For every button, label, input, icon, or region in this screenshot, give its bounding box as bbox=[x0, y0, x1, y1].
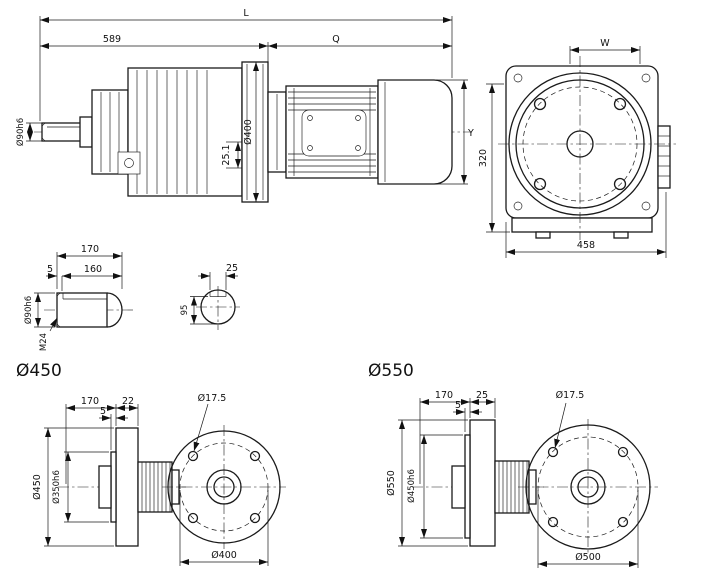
dim-label-L: L bbox=[243, 8, 249, 19]
mounting-flange: Ø400 bbox=[241, 61, 269, 203]
flange-outer-circle bbox=[508, 72, 652, 216]
shaft-end-detail-view: 170 5 160 Ø90h6 M24 bbox=[23, 244, 136, 351]
dim-550-spigot: Ø450h6 bbox=[406, 434, 463, 539]
dim-label-25: 25 bbox=[226, 263, 238, 274]
bolt-hole bbox=[533, 177, 547, 191]
dim-label-160: 160 bbox=[84, 264, 102, 275]
dim-label-550-hole: Ø17.5 bbox=[556, 390, 585, 401]
dim-label-Q: Q bbox=[332, 34, 339, 45]
dim-label-458: 458 bbox=[577, 240, 595, 251]
motor-fins bbox=[657, 125, 671, 189]
bolt-circle bbox=[179, 442, 269, 532]
flange-450-side-view: 170 22 5 Ø450 Ø350h6 bbox=[32, 396, 186, 547]
dim-label-550-25: 25 bbox=[476, 390, 488, 401]
flange-550-side-view: 170 25 5 Ø550 Ø450h6 bbox=[386, 390, 544, 547]
flange-450-front-view: Ø17.5 Ø400 bbox=[162, 393, 286, 566]
dim-label-170: 170 bbox=[81, 244, 99, 255]
flange-550-title: Ø550 bbox=[368, 361, 414, 381]
dim-5-160: 5 160 bbox=[46, 264, 122, 291]
dim-170: 170 bbox=[56, 244, 123, 289]
dim-label-450-od: Ø450 bbox=[32, 474, 43, 500]
dim-label-550-spigot: Ø450h6 bbox=[406, 469, 417, 503]
dim-550-top: 170 25 5 bbox=[419, 390, 496, 484]
dim-W: W bbox=[569, 38, 641, 64]
dim-label-25-1: 25.1 bbox=[221, 144, 232, 165]
dim-label-flange-diameter: Ø400 bbox=[243, 119, 254, 145]
flange-outer-circle bbox=[167, 430, 281, 544]
dim-450-hole: Ø17.5 bbox=[193, 393, 227, 452]
dim-450-bolt-circle: Ø400 bbox=[179, 490, 269, 566]
dim-label-450-bc: Ø400 bbox=[211, 550, 237, 561]
dim-550-bolt-circle: Ø500 bbox=[537, 490, 639, 568]
bolt-hole bbox=[617, 516, 629, 528]
terminal-box bbox=[301, 109, 367, 157]
dim-label-5: 5 bbox=[47, 264, 53, 275]
bolt-hole bbox=[617, 446, 629, 458]
motor-end-view: W 320 458 bbox=[478, 38, 676, 258]
dim-label-M24: M24 bbox=[39, 333, 49, 351]
dim-320: 320 bbox=[478, 83, 510, 233]
motor-body bbox=[267, 79, 453, 185]
key-cross-section-view: 25 95 bbox=[180, 263, 240, 330]
dim-550-hole: Ø17.5 bbox=[554, 390, 585, 449]
flange-plate bbox=[115, 427, 139, 547]
bolt-hole bbox=[187, 512, 199, 524]
fan-cover bbox=[377, 79, 453, 185]
dim-label-450-hole: Ø17.5 bbox=[198, 393, 227, 404]
dim-label-450-170: 170 bbox=[81, 396, 99, 407]
bolt-hole bbox=[533, 97, 547, 111]
dim-key-height: 95 bbox=[180, 296, 216, 325]
bolt-hole bbox=[613, 177, 627, 191]
flange-spigot bbox=[110, 451, 117, 523]
dim-label-W: W bbox=[600, 38, 610, 49]
dim-label-550-5: 5 bbox=[455, 400, 461, 411]
dim-Y: Y bbox=[436, 79, 474, 185]
flange-450-title: Ø450 bbox=[16, 361, 62, 381]
shaft-hole bbox=[566, 130, 594, 158]
center-hole bbox=[213, 476, 235, 498]
dim-25-1: 25.1 bbox=[221, 141, 242, 169]
bolt-hole bbox=[249, 512, 261, 524]
dim-label-550-od: Ø550 bbox=[386, 470, 397, 496]
bolt-hole bbox=[613, 97, 627, 111]
bolt-circle bbox=[522, 86, 638, 202]
gearmotor-side-view: 25.1 Ø400 bbox=[15, 8, 474, 203]
dim-shaft-diameter: Ø90h6 bbox=[15, 118, 44, 146]
bolt-hole bbox=[249, 450, 261, 462]
bolt-hole bbox=[187, 450, 199, 462]
dim-label-320: 320 bbox=[478, 149, 489, 167]
flange-550-front-view: Ø17.5 Ø500 bbox=[518, 390, 658, 568]
center-hole bbox=[577, 476, 599, 498]
dim-450-spigot: Ø350h6 bbox=[51, 451, 109, 523]
dim-overall-length: L 589 Q bbox=[39, 8, 453, 121]
dim-550-od: Ø550 bbox=[386, 419, 468, 547]
dim-key-width: 25 bbox=[198, 263, 238, 290]
flange-spigot bbox=[464, 434, 471, 539]
flange-plate bbox=[469, 419, 496, 547]
dim-label-shaft-diameter: Ø90h6 bbox=[15, 118, 26, 146]
dim-450-od: Ø450 bbox=[32, 427, 114, 547]
shaft-end-radius bbox=[106, 292, 123, 328]
thread-callout: M24 bbox=[39, 317, 58, 351]
dim-label-Y: Y bbox=[467, 128, 474, 139]
output-shaft bbox=[41, 116, 93, 148]
dim-label-95: 95 bbox=[180, 305, 190, 316]
bolt-hole bbox=[547, 446, 559, 458]
dim-label-550-bc: Ø500 bbox=[575, 552, 601, 563]
flange-outer-circle bbox=[525, 424, 651, 550]
bolt-hole bbox=[547, 516, 559, 528]
dim-458: 458 bbox=[505, 192, 667, 258]
dim-label-450-spigot: Ø350h6 bbox=[51, 470, 62, 504]
dim-label-dia-90: Ø90h6 bbox=[23, 296, 34, 324]
bolt-circle bbox=[537, 436, 639, 538]
dim-label-450-22: 22 bbox=[122, 396, 134, 407]
dim-label-550-170: 170 bbox=[435, 390, 453, 401]
dim-label-589: 589 bbox=[103, 34, 121, 45]
gearbox-housing bbox=[91, 67, 243, 197]
dim-label-450-5: 5 bbox=[100, 406, 106, 417]
